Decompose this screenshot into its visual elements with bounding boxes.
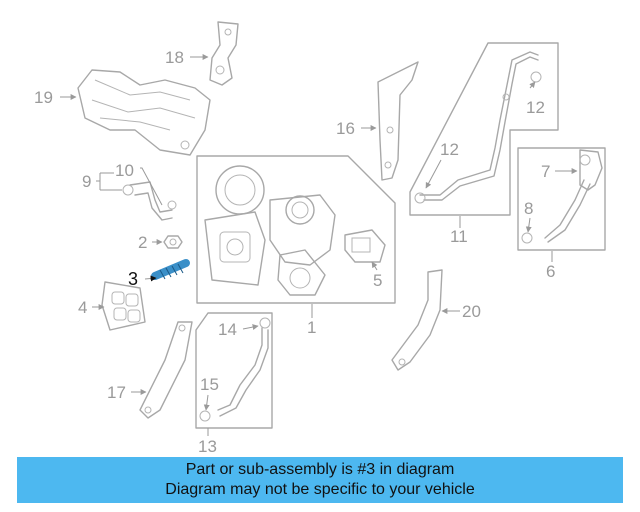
callout-8: 8 bbox=[524, 199, 533, 218]
part-16-plate bbox=[377, 61, 419, 181]
part-17-bracket bbox=[139, 321, 193, 419]
callout-19: 19 bbox=[34, 88, 53, 107]
leader-lines bbox=[60, 54, 578, 436]
callout-16: 16 bbox=[336, 119, 355, 138]
callout-10: 10 bbox=[115, 161, 134, 180]
callout-15: 15 bbox=[200, 375, 219, 394]
part-18-bracket bbox=[209, 21, 239, 86]
part-19-heat-shield bbox=[77, 69, 211, 156]
callout-2: 2 bbox=[138, 233, 147, 252]
callout-14: 14 bbox=[218, 320, 237, 339]
banner-line-2: Diagram may not be specific to your vehi… bbox=[165, 481, 475, 498]
parts-diagram: 19 18 9 10 2 3 4 17 14 15 13 1 5 16 12 1… bbox=[34, 21, 606, 456]
callout-17: 17 bbox=[107, 383, 126, 402]
callout-9: 9 bbox=[82, 172, 91, 191]
part-9-10-hose bbox=[122, 181, 177, 221]
callout-4: 4 bbox=[78, 298, 87, 317]
banner-line-1: Part or sub-assembly is #3 in diagram bbox=[185, 461, 455, 478]
callout-6: 6 bbox=[546, 262, 555, 281]
part-3-stud bbox=[151, 259, 190, 280]
callout-12-upper-left: 12 bbox=[440, 140, 459, 159]
part-6-oil-line-box bbox=[517, 147, 606, 251]
part-20-bracket bbox=[391, 269, 443, 371]
part-4-gasket bbox=[101, 281, 146, 331]
part-13-line-box bbox=[195, 312, 273, 429]
callout-20: 20 bbox=[462, 302, 481, 321]
callout-12-upper-right: 12 bbox=[526, 98, 545, 117]
callout-11: 11 bbox=[450, 227, 468, 246]
callout-7: 7 bbox=[541, 162, 550, 181]
callout-18: 18 bbox=[165, 48, 184, 67]
part-11-oil-line-box bbox=[409, 42, 559, 216]
callout-5: 5 bbox=[373, 271, 382, 290]
part-2-nut bbox=[163, 235, 183, 249]
turbocharger-group-box bbox=[196, 155, 396, 304]
info-banner: Part or sub-assembly is #3 in diagram Di… bbox=[17, 457, 623, 503]
callout-1: 1 bbox=[307, 318, 316, 337]
callout-3: 3 bbox=[128, 269, 138, 289]
callout-13: 13 bbox=[198, 437, 217, 456]
